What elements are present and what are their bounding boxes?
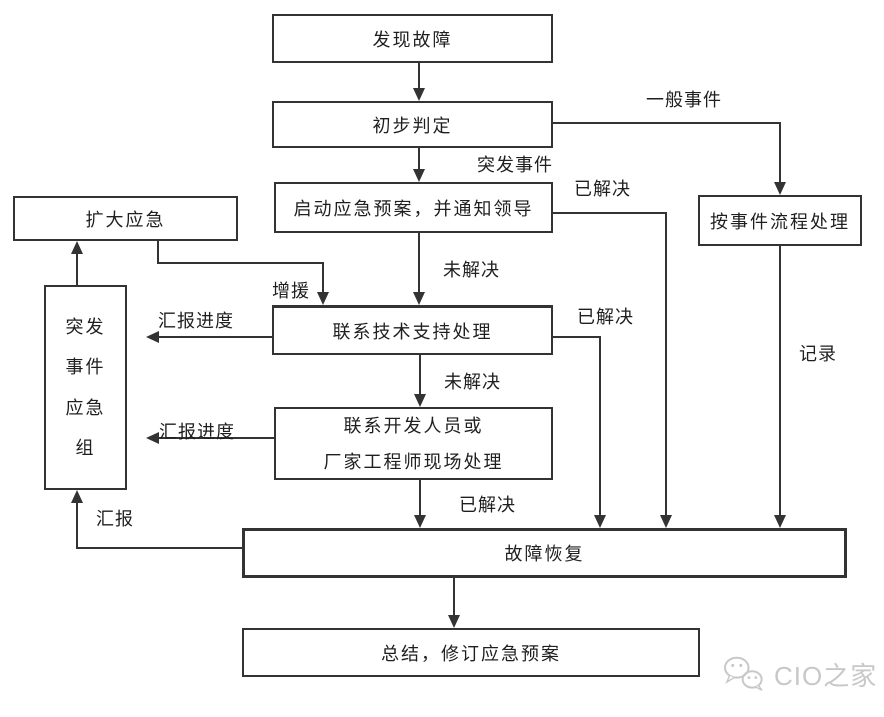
edge-recovery-to-team xyxy=(78,547,242,549)
node-emergency-team-line: 组 xyxy=(75,437,96,458)
arrowhead-down xyxy=(448,615,460,628)
node-expand-emergency: 扩大应急 xyxy=(13,196,238,241)
label-emergency-event: 突发事件 xyxy=(477,155,553,175)
edge-recovery-to-team xyxy=(76,503,78,549)
label-unresolved: 未解决 xyxy=(443,260,500,280)
node-initial-judgment: 初步判定 xyxy=(272,101,553,148)
edge-recovery-to-summary xyxy=(453,578,455,615)
arrowhead-up xyxy=(71,490,83,503)
node-discover-fault: 发现故障 xyxy=(272,14,553,63)
edge-plan-to-recovery xyxy=(665,212,667,515)
node-summarize-revise-plan: 总结，修订应急预案 xyxy=(242,628,700,677)
node-activate-plan: 启动应急预案，并通知领导 xyxy=(274,182,553,233)
brand-watermark: CIO之家 xyxy=(722,655,877,693)
edge-support-to-recovery xyxy=(553,336,601,338)
edge-initial-to-plan xyxy=(418,148,420,169)
edge-event-process-to-recovery xyxy=(779,246,781,515)
arrowhead-down xyxy=(414,394,426,407)
node-emergency-team-line: 应急 xyxy=(65,397,106,418)
edge-initial-to-event-process xyxy=(553,122,781,124)
edge-expand-to-support xyxy=(322,262,324,292)
label-resolved: 已解决 xyxy=(459,495,516,515)
edge-support-to-team xyxy=(159,336,272,338)
arrowhead-down xyxy=(413,169,425,182)
edge-expand-to-support xyxy=(157,262,324,264)
node-contact-dev: 联系开发人员或 厂家工程师现场处理 xyxy=(274,407,553,480)
arrowhead-down xyxy=(774,515,786,528)
label-unresolved: 未解决 xyxy=(444,372,501,392)
arrowhead-left xyxy=(146,432,159,444)
label-report-progress: 汇报进度 xyxy=(159,422,235,442)
arrowhead-down xyxy=(317,292,329,305)
edge-support-to-dev xyxy=(419,355,421,394)
node-contact-tech-support: 联系技术支持处理 xyxy=(272,305,553,355)
label-resolved: 已解决 xyxy=(574,179,631,199)
node-emergency-team-line: 事件 xyxy=(65,357,106,378)
node-contact-dev-line: 厂家工程师现场处理 xyxy=(323,451,504,472)
label-report: 汇报 xyxy=(96,509,134,529)
arrowhead-down xyxy=(413,292,425,305)
edge-support-to-recovery xyxy=(599,336,601,515)
edge-expand-to-support xyxy=(157,241,159,264)
edge-initial-to-event-process xyxy=(779,122,781,182)
edge-team-to-expand xyxy=(76,254,78,285)
arrowhead-down xyxy=(774,182,786,195)
arrowhead-down xyxy=(414,515,426,528)
edge-dev-to-recovery xyxy=(419,480,421,515)
label-general-event: 一般事件 xyxy=(646,90,722,110)
node-emergency-team: 突发 事件 应急 组 xyxy=(44,285,127,490)
brand-name: CIO之家 xyxy=(774,660,878,691)
node-handle-by-event-process: 按事件流程处理 xyxy=(698,195,862,246)
arrowhead-down xyxy=(660,515,672,528)
node-contact-dev-line: 联系开发人员或 xyxy=(343,415,484,436)
edge-plan-to-recovery xyxy=(553,212,667,214)
label-reinforce: 增援 xyxy=(272,281,310,301)
label-resolved: 已解决 xyxy=(577,307,634,327)
arrowhead-left xyxy=(146,331,159,343)
node-emergency-team-line: 突发 xyxy=(65,317,106,338)
node-fault-recovery: 故障恢复 xyxy=(242,528,847,578)
arrowhead-down xyxy=(594,515,606,528)
arrowhead-up xyxy=(71,241,83,254)
label-record: 记录 xyxy=(799,344,837,364)
edge-dev-to-team xyxy=(159,437,274,439)
edge-discover-to-initial xyxy=(418,63,420,88)
label-report-progress: 汇报进度 xyxy=(158,311,234,331)
arrowhead-down xyxy=(413,88,425,101)
edge-plan-to-support xyxy=(418,233,420,292)
wechat-icon xyxy=(722,655,766,693)
